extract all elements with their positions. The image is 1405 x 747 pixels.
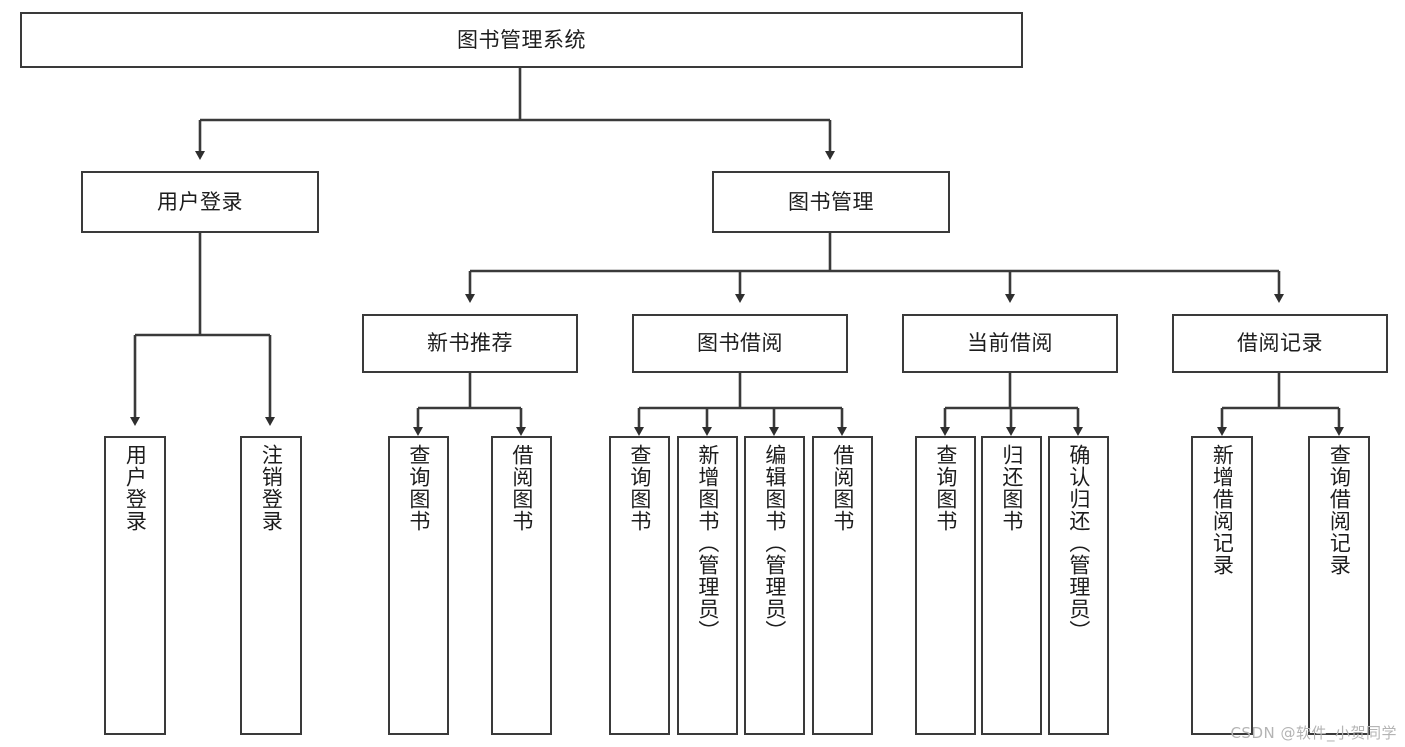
node-leaf-add-record[interactable]: 新增借阅记录 <box>1191 436 1253 735</box>
node-user-login[interactable]: 用户登录 <box>81 171 319 233</box>
node-new-book-rec[interactable]: 新书推荐 <box>362 314 578 373</box>
node-leaf-query-record[interactable]: 查询借阅记录 <box>1308 436 1370 735</box>
node-leaf-edit-book-label: 编辑图书（管理员） <box>762 444 787 642</box>
node-current-borrow-label: 当前借阅 <box>967 331 1053 356</box>
node-leaf-query-book-2-label: 查询图书 <box>627 444 652 532</box>
node-leaf-borrow-book-2[interactable]: 借阅图书 <box>812 436 873 735</box>
node-leaf-user-login-label: 用户登录 <box>123 444 148 532</box>
node-leaf-query-book-3[interactable]: 查询图书 <box>915 436 976 735</box>
node-book-manage-label: 图书管理 <box>788 189 874 214</box>
node-user-login-label: 用户登录 <box>157 189 243 214</box>
node-leaf-query-book-1[interactable]: 查询图书 <box>388 436 449 735</box>
node-leaf-confirm-return[interactable]: 确认归还（管理员） <box>1048 436 1109 735</box>
node-leaf-confirm-return-label: 确认归还（管理员） <box>1066 444 1091 642</box>
node-root-label: 图书管理系统 <box>457 27 586 52</box>
node-new-book-rec-label: 新书推荐 <box>427 331 513 356</box>
node-book-borrow[interactable]: 图书借阅 <box>632 314 848 373</box>
node-current-borrow[interactable]: 当前借阅 <box>902 314 1118 373</box>
node-leaf-query-book-3-label: 查询图书 <box>933 444 958 532</box>
node-borrow-record[interactable]: 借阅记录 <box>1172 314 1388 373</box>
node-leaf-user-login[interactable]: 用户登录 <box>104 436 166 735</box>
node-leaf-logout-login-label: 注销登录 <box>259 444 284 532</box>
watermark-text: CSDN @软件_小贺同学 <box>1230 724 1397 742</box>
node-leaf-add-record-label: 新增借阅记录 <box>1210 444 1235 576</box>
node-borrow-record-label: 借阅记录 <box>1237 331 1323 356</box>
node-root[interactable]: 图书管理系统 <box>20 12 1023 68</box>
node-leaf-borrow-book-1[interactable]: 借阅图书 <box>491 436 552 735</box>
node-leaf-borrow-book-1-label: 借阅图书 <box>509 444 534 532</box>
node-leaf-logout-login[interactable]: 注销登录 <box>240 436 302 735</box>
node-leaf-query-book-2[interactable]: 查询图书 <box>609 436 670 735</box>
node-leaf-query-record-label: 查询借阅记录 <box>1327 444 1352 576</box>
node-leaf-return-book-label: 归还图书 <box>999 444 1024 532</box>
node-leaf-return-book[interactable]: 归还图书 <box>981 436 1042 735</box>
node-leaf-edit-book[interactable]: 编辑图书（管理员） <box>744 436 805 735</box>
node-leaf-add-book-label: 新增图书（管理员） <box>695 444 720 642</box>
node-leaf-borrow-book-2-label: 借阅图书 <box>830 444 855 532</box>
node-leaf-add-book[interactable]: 新增图书（管理员） <box>677 436 738 735</box>
node-leaf-query-book-1-label: 查询图书 <box>406 444 431 532</box>
node-book-manage[interactable]: 图书管理 <box>712 171 950 233</box>
node-book-borrow-label: 图书借阅 <box>697 331 783 356</box>
